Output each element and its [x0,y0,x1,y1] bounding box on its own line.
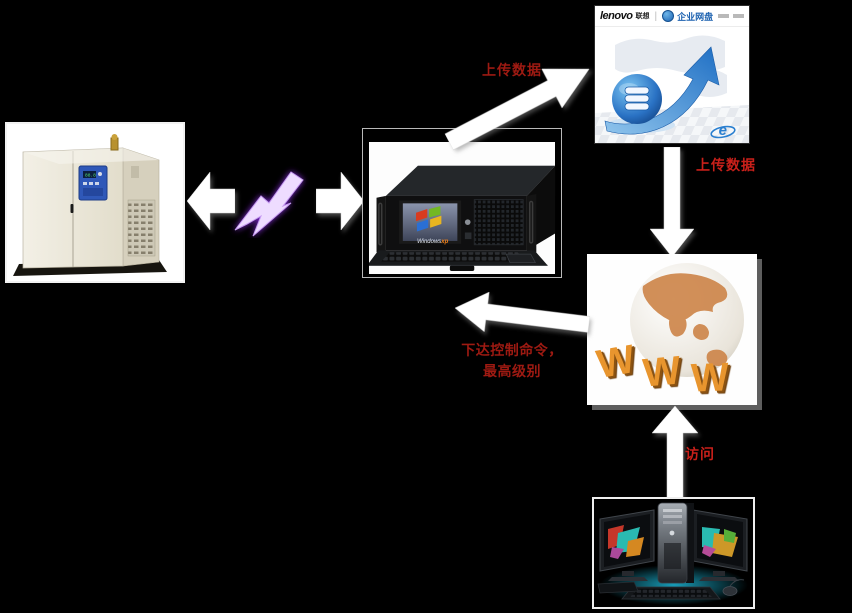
www-internet-photo: W W W [587,254,757,405]
www-letter: W [593,337,639,387]
arrow-cloud-to-www [650,147,694,257]
power-cabinet-illustration: 88.8 [7,124,183,281]
server-screen-os-label: Windowsxp [417,239,449,245]
label-control-command-line1: 下达控制命令， [461,342,563,358]
power-cabinet-photo: 88.8 [5,122,185,283]
www-letter: W [641,348,683,396]
www-letter: W [690,355,730,401]
label-upload-data-top: 上传数据 [482,62,542,78]
lightning-bolt-icon [234,171,304,237]
netdisk-globe-icon [662,10,675,22]
arrow-clients-to-www [652,406,698,500]
arrow-www-to-server [454,291,591,333]
lenovo-portal-illustration: e [595,27,749,143]
lenovo-portal-header: lenovo 联想 | 企业网盘 [595,6,749,27]
arrow-cabinet-to-server [316,172,364,230]
label-control-command-line2: 最高级别 [483,363,541,379]
arrow-server-to-cabinet [187,172,235,230]
netdisk-product-name: 企业网盘 [677,11,714,22]
e-logo: e [718,122,727,139]
arrow-server-to-cloud [444,68,590,151]
svg-text:88.8: 88.8 [85,173,96,179]
lenovo-cloud-portal-screenshot: lenovo 联想 | 企业网盘 [594,5,750,144]
lenovo-logo-cn: 联想 [635,13,650,20]
client-computers-photo [592,497,755,609]
www-globe-illustration [587,254,757,405]
header-menu-links [718,14,744,18]
label-control-command: 下达控制命令， 最高级别 [448,340,576,382]
label-upload-data-right: 上传数据 [696,157,756,173]
industrial-computer-illustration [367,165,556,272]
lenovo-logo: lenovo [600,10,633,22]
client-computers-illustration [594,499,753,607]
label-access: 访问 [685,446,715,462]
header-divider: | [654,10,658,22]
